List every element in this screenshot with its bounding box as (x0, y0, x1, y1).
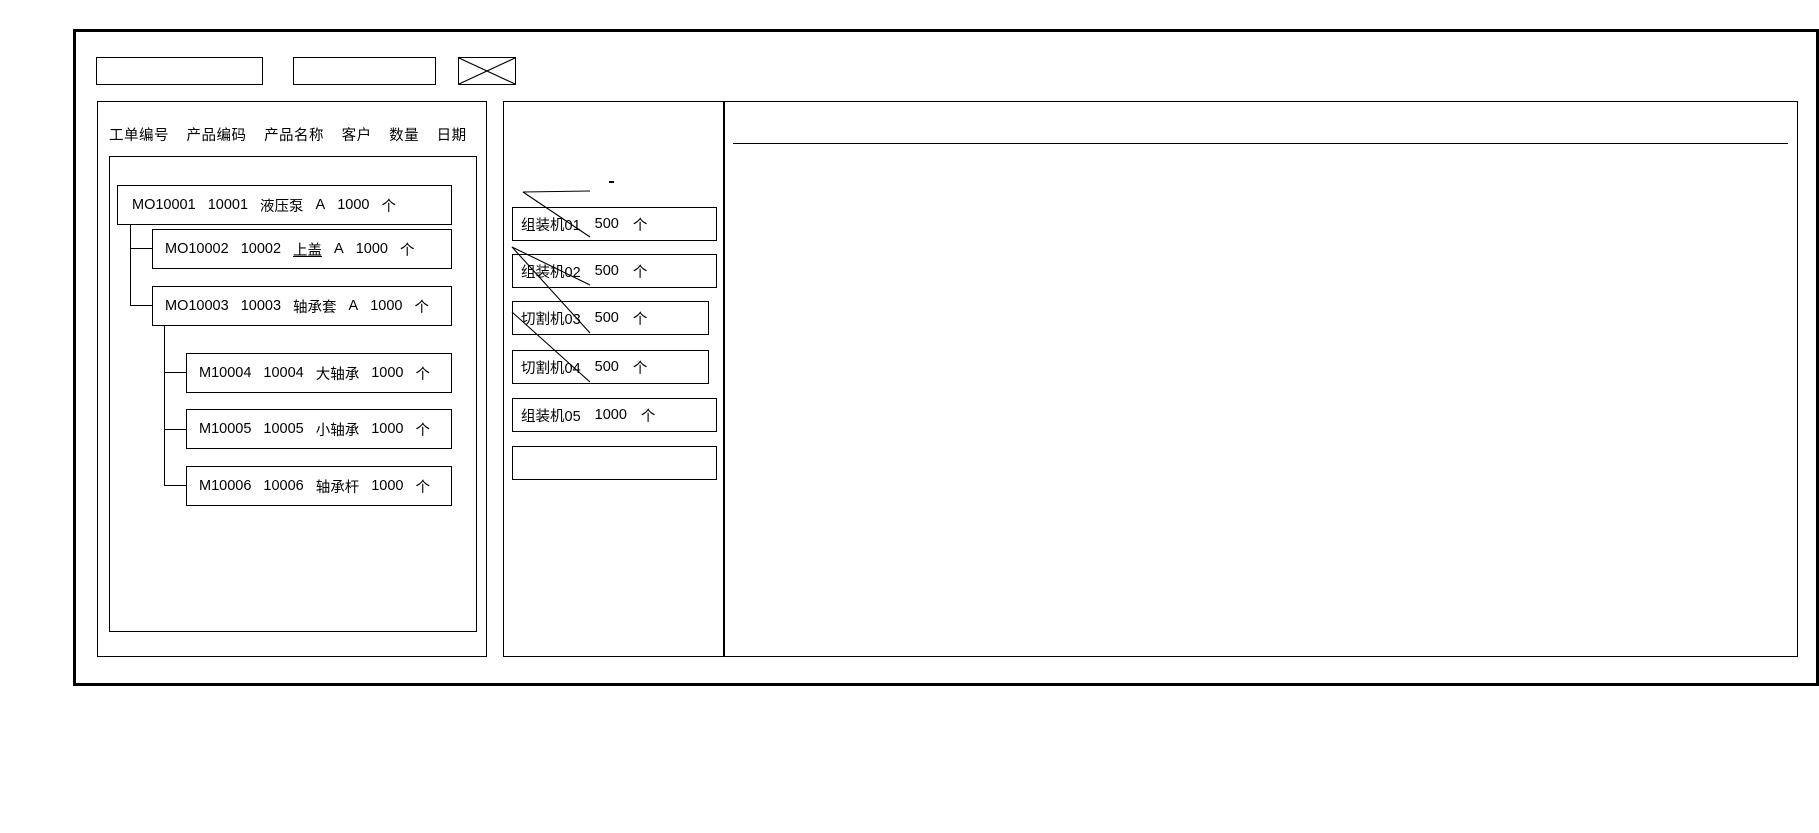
machine-name: 切割机03 (521, 311, 581, 328)
column-header-customer: 客户 (341, 128, 372, 144)
column-header-quantity: 数量 (389, 128, 420, 144)
table-row[interactable]: M10006 10006 轴承杆 1000 个 (186, 466, 452, 506)
cell-quantity: 1000 (337, 197, 370, 213)
cell-customer: A (334, 241, 344, 257)
cell-customer: A (348, 298, 359, 314)
cell-product-code: 10004 (263, 365, 304, 381)
machine-task-item-empty[interactable] (512, 446, 717, 480)
table-row[interactable]: M10004 10004 大轴承 1000 个 (186, 353, 452, 393)
machine-name: 组装机02 (521, 264, 581, 281)
cell-order-no: M10006 (199, 478, 252, 494)
cell-quantity: 1000 (355, 241, 388, 257)
machine-quantity: 500 (594, 359, 619, 375)
cell-order-no: MO10003 (165, 298, 229, 314)
toolbar-field-1[interactable] (96, 57, 263, 85)
column-header-product-name: 产品名称 (264, 128, 325, 144)
tree-connector-trunk-2 (164, 325, 165, 485)
cell-product-name: 液压泵 (260, 198, 304, 215)
table-row[interactable]: MO10001 10001 液压泵 A 1000 个 (117, 185, 452, 225)
machine-quantity: 500 (594, 263, 619, 279)
machine-unit: 个 (632, 311, 648, 328)
cell-product-name: 上盖 (293, 242, 323, 259)
toolbar-image-placeholder[interactable] (458, 57, 516, 85)
machine-task-item[interactable]: 切割机03 500 个 (512, 301, 709, 335)
cell-unit: 个 (415, 422, 431, 439)
column-header-product-code: 产品编码 (186, 128, 247, 144)
cell-product-code: 10006 (263, 478, 304, 494)
marker-dot (609, 181, 614, 183)
cell-order-no: M10004 (199, 365, 252, 381)
machine-unit: 个 (632, 217, 648, 234)
tree-connector-branch-row5 (164, 429, 186, 430)
cell-customer: A (315, 197, 326, 213)
application-window: 工单编号 产品编码 产品名称 客户 数量 日期 MO10001 (73, 29, 1819, 686)
cell-order-no: M10005 (199, 421, 252, 437)
cell-order-no: MO10002 (165, 241, 229, 257)
cell-product-name: 大轴承 (315, 366, 360, 383)
machine-schedule-panel: 组装机01 500 个 组装机02 500 个 切割机03 500 个 切割机0… (503, 101, 724, 657)
machine-quantity: 1000 (594, 407, 627, 423)
cell-unit: 个 (381, 198, 396, 215)
cell-unit: 个 (414, 299, 429, 316)
cell-order-no: MO10001 (132, 197, 196, 213)
cell-quantity: 1000 (371, 421, 404, 437)
column-header-order-no: 工单编号 (109, 128, 169, 144)
crossed-box-icon (459, 58, 515, 84)
detail-header-divider (733, 143, 1788, 144)
cell-product-name: 轴承杆 (315, 479, 360, 496)
machine-task-item[interactable]: 切割机04 500 个 (512, 350, 709, 384)
cell-quantity: 1000 (371, 478, 404, 494)
column-header-date: 日期 (436, 128, 467, 144)
machine-task-item[interactable]: 组装机02 500 个 (512, 254, 717, 288)
machine-unit: 个 (632, 360, 648, 377)
machine-quantity: 500 (594, 310, 619, 326)
cell-product-code: 10003 (240, 298, 282, 314)
work-order-tree-container: MO10001 10001 液压泵 A 1000 个 MO10002 10002… (109, 156, 477, 632)
work-order-panel: 工单编号 产品编码 产品名称 客户 数量 日期 MO10001 (97, 101, 487, 657)
cell-unit: 个 (415, 366, 431, 383)
cell-quantity: 1000 (371, 365, 404, 381)
tree-connector-branch-row3 (130, 305, 152, 306)
cell-product-name: 轴承套 (293, 299, 337, 316)
toolbar-field-2[interactable] (293, 57, 436, 85)
tree-connector-branch-row2 (130, 248, 152, 249)
table-row[interactable]: MO10002 10002 上盖 A 1000 个 (152, 229, 452, 269)
machine-name: 切割机04 (521, 360, 581, 377)
cell-product-code: 10002 (240, 241, 282, 257)
machine-name: 组装机01 (521, 217, 581, 234)
cell-product-name: 小轴承 (315, 422, 360, 439)
machine-quantity: 500 (594, 216, 619, 232)
tree-connector-branch-row4 (164, 372, 186, 373)
machine-task-item[interactable]: 组装机01 500 个 (512, 207, 717, 241)
table-row[interactable]: MO10003 10003 轴承套 A 1000 个 (152, 286, 452, 326)
cell-product-code: 10005 (263, 421, 304, 437)
cell-product-code: 10001 (207, 197, 249, 213)
machine-unit: 个 (632, 264, 648, 281)
tree-connector-trunk-1 (130, 205, 131, 306)
cell-quantity: 1000 (370, 298, 403, 314)
detail-panel (724, 101, 1798, 657)
column-header-row: 工单编号 产品编码 产品名称 客户 数量 日期 (109, 124, 467, 145)
cell-unit: 个 (415, 479, 431, 496)
machine-unit: 个 (640, 408, 656, 425)
machine-name: 组装机05 (521, 408, 581, 425)
machine-task-item[interactable]: 组装机05 1000 个 (512, 398, 717, 432)
cell-unit: 个 (399, 242, 415, 259)
table-row[interactable]: M10005 10005 小轴承 1000 个 (186, 409, 452, 449)
tree-connector-branch-row6 (164, 485, 186, 486)
